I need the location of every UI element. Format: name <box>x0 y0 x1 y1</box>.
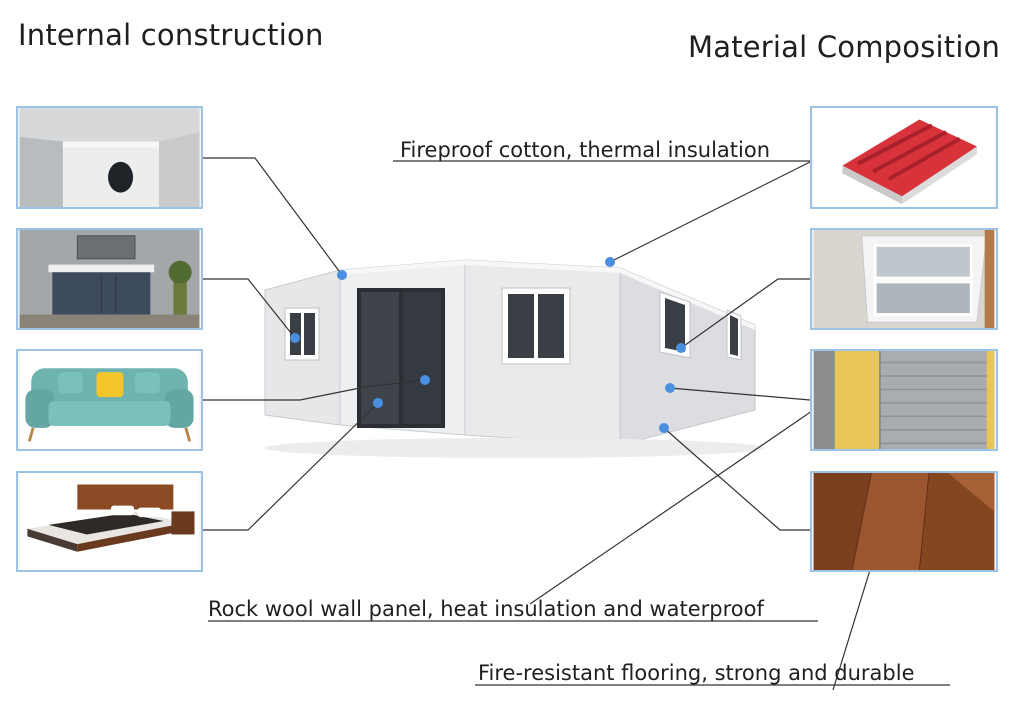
container-house-illustration <box>235 230 775 470</box>
window-frame-image <box>810 228 998 330</box>
red-sandwich-panel-image <box>810 106 998 209</box>
bathroom-icon <box>19 230 200 328</box>
marker-dot <box>676 343 686 353</box>
wood-flooring-image <box>810 471 998 572</box>
rock-wool-panel-image <box>810 349 998 451</box>
bed-icon <box>19 473 200 570</box>
rock-wool-icon <box>813 351 995 449</box>
wood-floor-icon <box>813 473 995 570</box>
marker-dot <box>373 398 383 408</box>
sofa-image <box>16 349 203 451</box>
material-composition-heading: Material Composition <box>688 30 1001 64</box>
interior-wall-detail-image <box>16 106 203 209</box>
internal-construction-heading: Internal construction <box>18 18 324 52</box>
marker-dot <box>605 257 615 267</box>
marker-dot <box>337 270 347 280</box>
marker-dot <box>290 333 300 343</box>
wall-panel-icon <box>19 108 200 207</box>
window-icon <box>813 230 995 328</box>
marker-dot <box>659 423 669 433</box>
marker-dot <box>665 383 675 393</box>
rock-wool-label: Rock wool wall panel, heat insulation an… <box>208 597 764 621</box>
roof-panel-icon <box>813 108 995 207</box>
bathroom-vanity-image <box>16 228 203 330</box>
fire-resistant-flooring-label: Fire-resistant flooring, strong and dura… <box>478 661 915 685</box>
marker-dot <box>420 375 430 385</box>
bed-image <box>16 471 203 572</box>
sofa-icon <box>19 351 200 449</box>
fireproof-cotton-label: Fireproof cotton, thermal insulation <box>400 138 771 162</box>
